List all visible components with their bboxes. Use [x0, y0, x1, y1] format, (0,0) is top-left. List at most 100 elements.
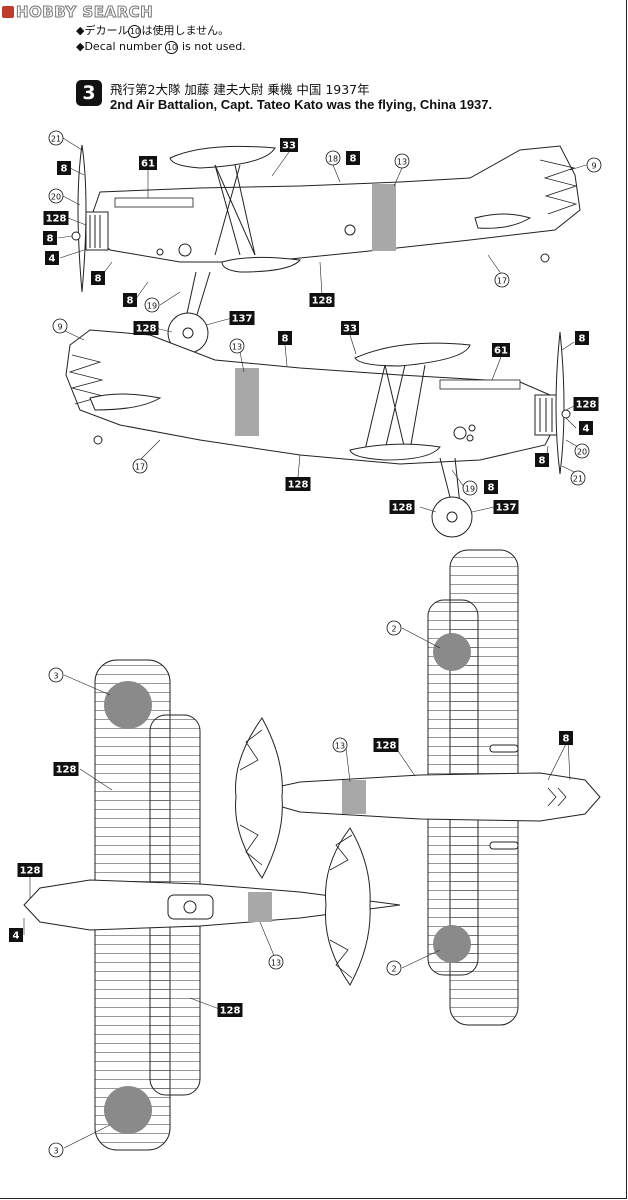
callout-text: 4 — [13, 931, 20, 942]
callout-v1-8a: 8 — [57, 161, 71, 175]
note-jp: ◆デカール10は使用しません。 — [76, 22, 229, 38]
callout-v2-128b: 128 — [285, 477, 311, 491]
callout-box — [139, 156, 157, 170]
callout-circle — [462, 480, 478, 496]
callout-circle — [48, 130, 64, 146]
callout-text: 8 — [488, 483, 495, 494]
callout-text: 3 — [53, 1147, 58, 1156]
roundel-bottom-2 — [104, 1086, 152, 1134]
callout-circle — [52, 318, 68, 334]
callout-box — [579, 421, 593, 435]
callout-v2-19: 19 — [462, 480, 478, 496]
callout-text: 128 — [376, 741, 397, 752]
callout-circle — [574, 443, 590, 459]
callout-text: 17 — [497, 277, 507, 286]
callout-text: 20 — [51, 193, 61, 202]
callout-text: 13 — [232, 343, 242, 352]
callout-text: 19 — [147, 302, 157, 311]
callout-v1-61: 61 — [139, 156, 157, 170]
callout-text: 8 — [579, 334, 586, 345]
callout-v4-128a: 128 — [53, 762, 79, 776]
callout-circle — [386, 620, 402, 636]
note-jp-post: は使用しません。 — [141, 24, 230, 37]
callout-box — [285, 477, 311, 491]
callout-text: 4 — [583, 424, 590, 435]
roundel-top-1 — [433, 633, 471, 671]
step-title-en: 2nd Air Battalion, Capt. Tateo Kato was … — [110, 97, 493, 112]
callout-text: 8 — [61, 164, 68, 175]
callout-v1-19: 19 — [144, 297, 160, 313]
callout-box — [217, 1003, 243, 1017]
callout-v3-13: 13 — [332, 737, 348, 753]
callout-box — [123, 293, 137, 307]
callout-v2-137: 137 — [493, 500, 519, 514]
callout-box — [493, 500, 519, 514]
callout-text: 137 — [496, 503, 517, 514]
note-en-pre: ◆Decal number — [76, 40, 166, 53]
callout-text: 3 — [53, 672, 58, 681]
callout-v2-128a: 128 — [573, 397, 599, 411]
propeller-2 — [555, 331, 565, 475]
upper-wing-side-2 — [354, 342, 471, 367]
fuselage-band-2 — [235, 368, 259, 436]
callout-box — [559, 731, 573, 745]
callout-text: 18 — [328, 155, 338, 164]
callout-text: 128 — [288, 480, 309, 491]
callout-box — [133, 321, 159, 335]
callout-v1-137: 137 — [229, 311, 255, 325]
callout-text: 128 — [136, 324, 157, 335]
callout-v1-18: 18 — [325, 150, 341, 166]
callout-circle — [48, 667, 64, 683]
callout-box — [575, 331, 589, 345]
callout-v1-8c: 8 — [91, 271, 105, 285]
callout-v2-4: 4 — [579, 421, 593, 435]
callout-circle — [386, 960, 402, 976]
upper-wing-side-1 — [169, 145, 276, 169]
callout-text: 13 — [335, 742, 345, 751]
callout-v1-128c: 128 — [133, 321, 159, 335]
callout-text: 13 — [397, 158, 407, 167]
callout-text: 128 — [20, 866, 41, 877]
callout-text: 8 — [127, 296, 134, 307]
callout-circle — [332, 737, 348, 753]
callout-box — [535, 453, 549, 467]
fuselage-band-bottom — [248, 892, 272, 922]
callout-text: 128 — [46, 214, 67, 225]
callout-box — [346, 151, 360, 165]
callout-v2-20: 20 — [574, 443, 590, 459]
callout-text: 33 — [343, 324, 357, 335]
callout-text: 13 — [271, 959, 281, 968]
callout-text: 8 — [47, 234, 54, 245]
callout-v4-4: 4 — [9, 928, 23, 942]
note-en-decal-number: 10 — [165, 41, 179, 54]
tailplane-top — [235, 717, 283, 879]
callout-box — [229, 311, 255, 325]
note-en-post: is not used. — [178, 40, 246, 53]
lower-wing-side-2 — [349, 443, 441, 461]
callout-circle — [586, 157, 602, 173]
callout-text: 8 — [282, 334, 289, 345]
callout-v1-21: 21 — [48, 130, 64, 146]
callout-v1-33: 33 — [280, 138, 298, 152]
callout-box — [373, 738, 399, 752]
callout-v2-8a: 8 — [278, 331, 292, 345]
callout-circle — [132, 458, 148, 474]
callout-text: 4 — [49, 254, 56, 265]
fuselage-band-1 — [372, 184, 396, 251]
callout-text: 8 — [563, 734, 570, 745]
lower-wing-side-1 — [221, 256, 301, 273]
callout-box — [43, 211, 69, 225]
callout-text: 128 — [312, 296, 333, 307]
callout-v1-8e: 8 — [346, 151, 360, 165]
engine-cowl-1 — [85, 211, 109, 251]
roundel-bottom-1 — [104, 681, 152, 729]
plan-view-top — [235, 549, 601, 1026]
callout-v1-128b: 128 — [309, 293, 335, 307]
roundel-top-2 — [433, 925, 471, 963]
callout-box — [341, 321, 359, 335]
callout-v2-128c: 128 — [389, 500, 415, 514]
callout-text: 2 — [391, 965, 396, 974]
callout-box — [492, 343, 510, 357]
callout-v4-3b: 3 — [48, 1142, 64, 1158]
